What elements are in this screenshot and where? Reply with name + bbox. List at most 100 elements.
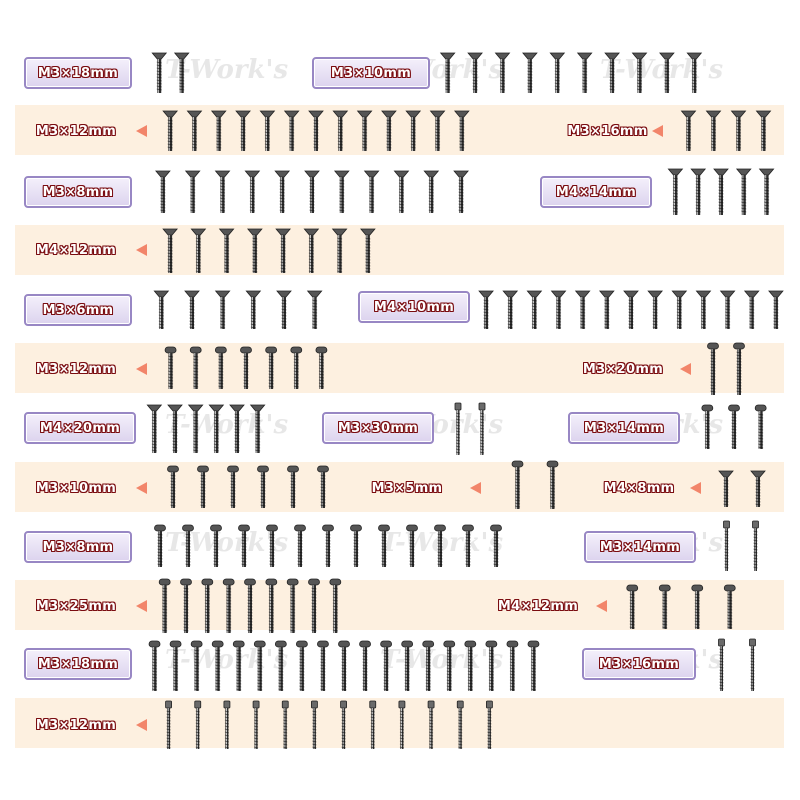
screw-group <box>710 470 774 508</box>
screw-icon <box>187 404 204 453</box>
screw-icon <box>490 524 502 567</box>
arrow-icon <box>470 482 481 494</box>
size-label: M4×10mm <box>358 291 470 323</box>
size-label: M3×16mm <box>582 648 696 680</box>
screw-icon <box>350 524 362 567</box>
screw-icon <box>283 110 300 151</box>
arrow-icon <box>136 244 147 256</box>
screw-icon <box>259 110 276 151</box>
screw-icon <box>274 170 291 213</box>
watermark: T-Work's <box>165 55 289 85</box>
screw-icon <box>240 346 252 389</box>
screw-group <box>712 520 770 572</box>
screw-group <box>158 465 338 509</box>
screw-group <box>144 640 544 692</box>
arrow-icon <box>652 125 663 137</box>
size-label: M4×20mm <box>24 412 136 444</box>
screw-icon <box>146 404 163 453</box>
screw-row-graphic <box>165 700 493 749</box>
size-label: M3×20mm <box>582 361 664 377</box>
screw-icon <box>730 110 747 151</box>
screw-icon <box>182 524 194 567</box>
arrow-icon <box>690 482 701 494</box>
screw-icon <box>671 290 688 329</box>
screw-icon <box>167 465 179 508</box>
screw-icon <box>165 700 172 749</box>
screw-icon <box>526 290 543 329</box>
screw-icon <box>718 470 734 507</box>
screw-group <box>154 578 346 634</box>
screw-group <box>148 170 476 214</box>
screw-row-graphic <box>707 342 745 395</box>
screw-icon <box>511 460 524 509</box>
screw-icon <box>486 700 493 749</box>
screw-icon <box>631 52 648 93</box>
screw-icon <box>294 524 306 567</box>
screw-icon <box>718 638 725 691</box>
screw-icon <box>467 52 483 93</box>
screw-icon <box>453 170 469 213</box>
screw-icon <box>423 170 440 213</box>
watermark: T-Work's <box>165 645 289 675</box>
screw-icon <box>381 110 397 151</box>
screw-icon <box>485 640 498 691</box>
arrow-icon <box>136 363 147 375</box>
screw-icon <box>154 524 166 567</box>
screw-icon <box>247 228 263 273</box>
screw-icon <box>369 700 377 749</box>
screw-row-graphic <box>162 228 376 273</box>
screw-icon <box>768 290 784 329</box>
screw-icon <box>456 700 464 749</box>
screw-icon <box>626 584 639 629</box>
size-label: M3×10mm <box>35 480 117 496</box>
screw-icon <box>506 640 519 691</box>
screw-icon <box>659 52 675 93</box>
screw-icon <box>380 640 393 691</box>
screw-group <box>474 290 788 330</box>
screw-icon <box>462 524 474 567</box>
screw-icon <box>401 640 414 691</box>
screw-icon <box>252 700 260 749</box>
screw-icon <box>340 700 347 749</box>
screw-row-graphic <box>718 638 756 691</box>
screw-icon <box>329 578 342 633</box>
screw-group <box>700 342 752 396</box>
screw-icon <box>735 168 752 215</box>
screw-group <box>144 404 268 454</box>
screw-icon <box>427 700 435 749</box>
size-label: M3×5mm <box>371 480 443 496</box>
screw-icon <box>210 524 222 567</box>
screw-row-graphic <box>723 520 759 571</box>
arrow-icon <box>680 363 691 375</box>
screw-icon <box>214 170 231 213</box>
size-label: M3×12mm <box>35 361 117 377</box>
screw-icon <box>308 110 324 151</box>
screw-icon <box>211 640 224 691</box>
screw-icon <box>238 524 250 567</box>
screw-icon <box>286 578 299 633</box>
screw-icon <box>549 52 566 93</box>
screw-row-graphic <box>439 52 703 93</box>
screw-icon <box>647 290 664 329</box>
screw-icon <box>287 465 299 508</box>
screw-icon <box>439 52 456 93</box>
screw-group <box>156 228 382 274</box>
screw-icon <box>453 110 470 151</box>
screw-icon <box>274 640 287 691</box>
screw-icon <box>338 640 350 691</box>
screw-icon <box>719 290 736 329</box>
size-label: M3×12mm <box>35 717 117 733</box>
size-label: M3×18mm <box>24 57 132 89</box>
screw-icon <box>303 228 320 273</box>
arrow-icon <box>136 125 147 137</box>
screw-row-graphic <box>478 290 784 329</box>
screw-icon <box>522 52 538 93</box>
arrow-icon <box>136 482 147 494</box>
screw-icon <box>695 290 712 329</box>
screw-icon <box>707 342 719 395</box>
screw-icon <box>158 578 171 633</box>
screw-icon <box>189 346 202 389</box>
screw-icon <box>398 700 406 749</box>
size-label: M3×6mm <box>24 294 132 326</box>
screw-icon <box>690 168 707 215</box>
